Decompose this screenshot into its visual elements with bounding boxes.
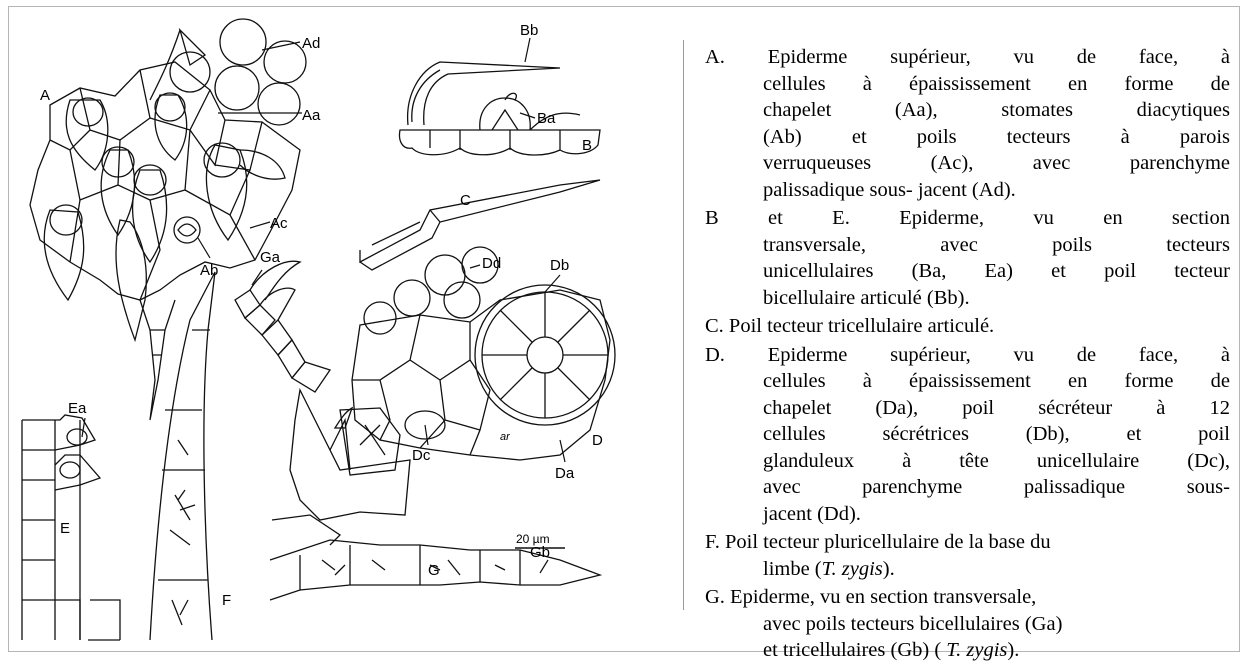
legend-g-species: T. zygis (946, 639, 1007, 661)
legend-d-head: D. Epiderme supérieur, vu de face, à (705, 342, 1230, 369)
legend-g-head: G. Epiderme, vu en section transversale, (705, 584, 1230, 611)
label-e: E (60, 520, 70, 537)
legend-f-suffix: ). (883, 558, 895, 580)
legend-b-head: B et E. Epiderme, vu en section (705, 205, 1230, 232)
label-ac: Ac (270, 215, 288, 232)
panel-b-epidermis-section (400, 62, 601, 155)
panel-d-epidermis-glandular (352, 247, 615, 460)
legend-g-prefix: et tricellulaires (Gb) ( (763, 639, 946, 661)
figure-legend: A. Epiderme supérieur, vu de face, à cel… (705, 44, 1230, 666)
legend-a-line: verruqueuses (Ac), avec parenchyme (705, 150, 1230, 177)
label-gb: Gb (530, 544, 550, 561)
label-f: F (222, 592, 231, 609)
scale-bar-label: 20 µm (516, 532, 550, 546)
label-g: G (428, 562, 440, 579)
legend-f-prefix: limbe ( (763, 558, 822, 580)
label-c: C (460, 192, 471, 209)
panel-a-epidermis-face-view (30, 19, 306, 420)
legend-d-line: cellules à épaississement en forme de (705, 368, 1230, 395)
legend-a-line: palissadique sous- jacent (Ad). (705, 177, 1230, 204)
artist-initials: ar (500, 431, 511, 443)
legend-entry-a: A. Epiderme supérieur, vu de face, à cel… (705, 44, 1230, 203)
panel-e-epidermis-section (22, 415, 120, 640)
legend-a-head: A. Epiderme supérieur, vu de face, à (705, 44, 1230, 71)
legend-entry-d: D. Epiderme supérieur, vu de face, à cel… (705, 342, 1230, 528)
stoma-ab (174, 217, 200, 243)
legend-c-text: C. Poil tecteur tricellulaire articulé. (705, 313, 1230, 340)
label-ea: Ea (68, 400, 87, 417)
legend-entry-f: F. Poil tecteur pluricellulaire de la ba… (705, 529, 1230, 582)
botanical-illustration-plate: A Ad Aa Ac Ab Bb Ba B C Dd Db D Dc Da ar… (0, 0, 680, 660)
label-ab: Ab (200, 262, 218, 279)
label-dd: Dd (482, 255, 501, 272)
column-divider (683, 40, 684, 610)
legend-d-line: avec parenchyme palissadique sous- (705, 474, 1230, 501)
label-b: B (582, 137, 592, 154)
label-bb: Bb (520, 22, 538, 39)
label-db: Db (550, 257, 569, 274)
legend-entry-g: G. Epiderme, vu en section transversale,… (705, 584, 1230, 664)
label-dc: Dc (412, 447, 431, 464)
legend-a-line: cellules à épaississement en forme de (705, 71, 1230, 98)
legend-a-line: (Ab) et poils tecteurs à parois (705, 124, 1230, 151)
legend-b-line: transversale, avec poils tecteurs (705, 232, 1230, 259)
legend-f-head: F. Poil tecteur pluricellulaire de la ba… (705, 529, 1230, 556)
label-ga: Ga (260, 249, 281, 266)
label-aa: Aa (302, 107, 321, 124)
legend-b-line: bicellulaire articulé (Bb). (705, 285, 1230, 312)
legend-entry-c: C. Poil tecteur tricellulaire articulé. (705, 313, 1230, 340)
legend-d-line: chapelet (Da), poil sécréteur à 12 (705, 395, 1230, 422)
legend-f-species: T. zygis (822, 558, 883, 580)
legend-g-line: avec poils tecteurs bicellulaires (Ga) (705, 611, 1230, 638)
legend-f-line: limbe (T. zygis). (705, 556, 1230, 583)
legend-entry-b-e: B et E. Epiderme, vu en section transver… (705, 205, 1230, 311)
label-da: Da (555, 465, 575, 482)
legend-g-suffix: ). (1007, 639, 1019, 661)
legend-d-line: glanduleux à tête unicellulaire (Dc), (705, 448, 1230, 475)
palisade-cells-ad (170, 19, 306, 125)
legend-b-line: unicellulaires (Ba, Ea) et poil tecteur (705, 258, 1230, 285)
legend-d-line: cellules sécrétrices (Db), et poil (705, 421, 1230, 448)
label-ad: Ad (302, 35, 320, 52)
label-a: A (40, 87, 50, 104)
panel-f-pluricellular-hair (150, 272, 215, 640)
label-ba: Ba (537, 110, 556, 127)
legend-d-line: jacent (Dd). (705, 501, 1230, 528)
label-d: D (592, 432, 603, 449)
legend-a-line: chapelet (Aa), stomates diacytiques (705, 97, 1230, 124)
